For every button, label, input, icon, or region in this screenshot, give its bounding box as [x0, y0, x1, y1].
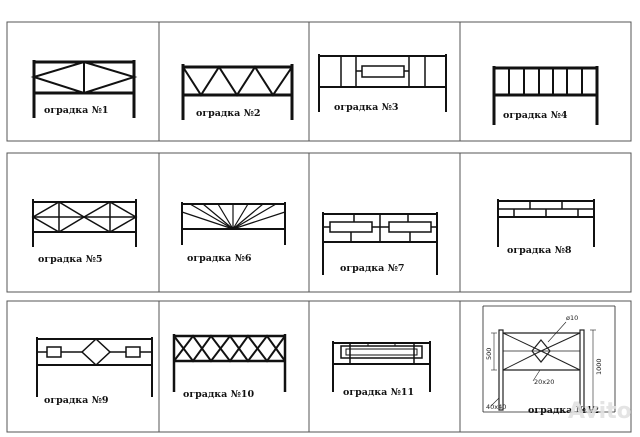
fence-label-5: оградка №5 — [38, 254, 103, 265]
fence-drawing-11 — [332, 341, 431, 392]
fence-label-12: оградка №12 — [528, 405, 599, 416]
fence-drawing-2 — [181, 64, 294, 120]
fence-drawing-3 — [318, 54, 447, 112]
fence-drawing-9 — [36, 337, 153, 397]
fence-label-8: оградка №8 — [507, 245, 572, 256]
grid-frames — [6, 21, 632, 433]
fence-drawing-4 — [492, 66, 599, 125]
fence-drawing-8 — [497, 199, 595, 247]
dim-rod: ø10 — [566, 314, 578, 322]
fence-label-6: оградка №6 — [187, 253, 252, 264]
dim-height-total: 1000 — [595, 358, 603, 375]
fence-drawing-7 — [322, 212, 438, 275]
fence-label-4: оградка №4 — [503, 110, 568, 121]
fence-label-3: оградка №3 — [334, 102, 399, 113]
fence-label-1: оградка №1 — [44, 105, 109, 116]
fence-label-9: оградка №9 — [44, 395, 109, 406]
fence-drawing-6 — [181, 202, 286, 245]
fence-label-2: оградка №2 — [196, 108, 261, 119]
avito-watermark: Avito — [568, 399, 632, 424]
dim-tube-small: 20x20 — [534, 378, 554, 386]
fence-drawing-10 — [172, 334, 287, 392]
fence-drawing-12 — [482, 305, 616, 413]
fence-label-7: оградка №7 — [340, 263, 405, 274]
fence-drawing-1 — [30, 60, 138, 118]
fence-label-11: оградка №11 — [343, 387, 414, 398]
fence-label-10: оградка №10 — [183, 389, 255, 400]
fence-drawing-5 — [31, 199, 138, 247]
dim-height-inner: 500 — [485, 348, 493, 360]
dim-tube-post: 40x40 — [486, 403, 506, 411]
